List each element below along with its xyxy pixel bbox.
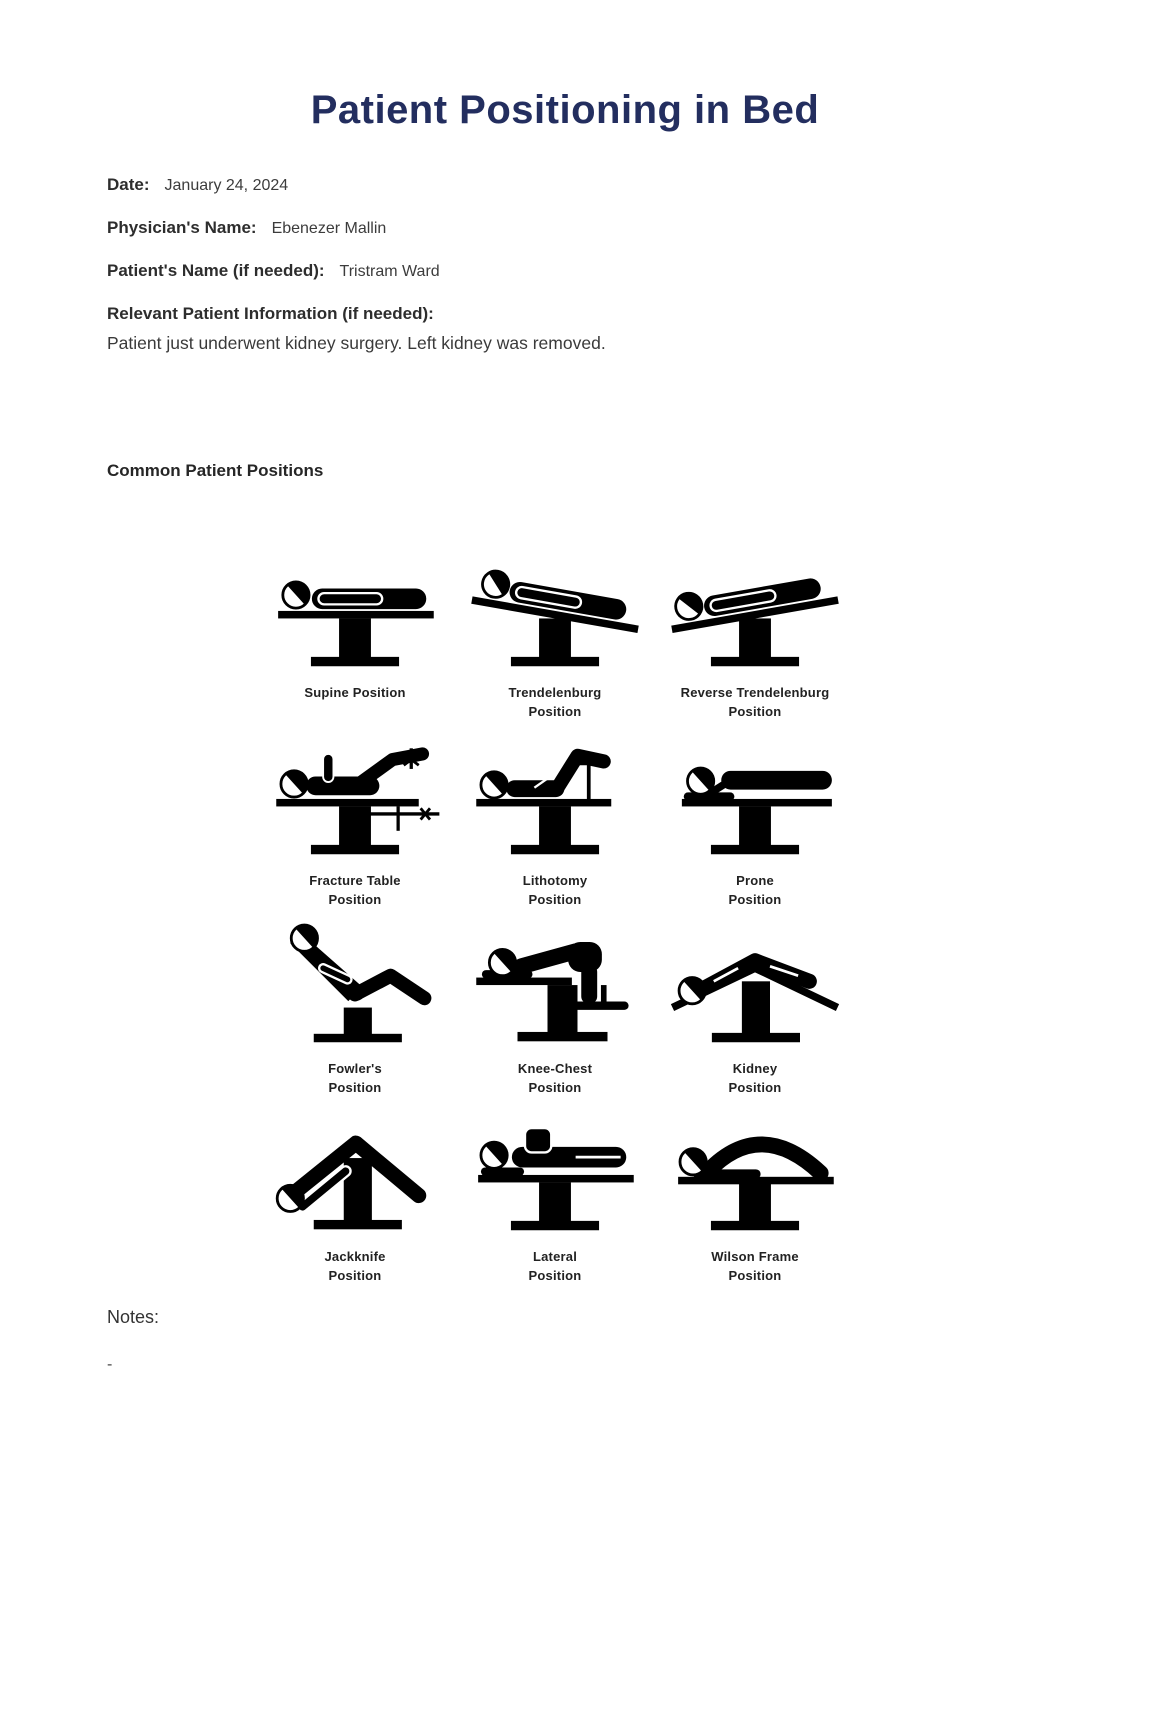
position-cell-jackknife: Jackknife Position [255, 1099, 455, 1287]
position-label: Supine Position [304, 685, 406, 700]
fracture-table-position-icon [255, 723, 455, 869]
position-label: Reverse Trendelenburg Position [680, 685, 830, 719]
jackknife-position-icon [255, 1099, 455, 1245]
position-cell-wilson-frame: Wilson Frame Position [655, 1099, 855, 1287]
field-physician-label: Physician's Name: [107, 218, 257, 237]
supine-position-icon [255, 535, 455, 681]
position-label: Knee-Chest Position [517, 1061, 593, 1095]
lithotomy-position-icon [455, 723, 655, 869]
knee-chest-position-icon [455, 911, 655, 1057]
position-cell-prone: Prone Position [655, 723, 855, 911]
section-heading: Common Patient Positions [107, 461, 324, 480]
field-date: Date: January 24, 2024 [107, 173, 1130, 197]
positions-grid: Supine Position Trendelenburg Pos [255, 535, 875, 1287]
field-patient-label: Patient's Name (if needed): [107, 261, 325, 280]
position-cell-fowlers: Fowler's Position [255, 911, 455, 1099]
position-label: Prone Position [728, 873, 782, 907]
position-label: Fracture Table Position [309, 873, 401, 907]
position-label: Fowler's Position [328, 1061, 382, 1095]
position-cell-kidney: Kidney Position [655, 911, 855, 1099]
position-cell-fracture-table: Fracture Table Position [255, 723, 455, 911]
position-label: Wilson Frame Position [711, 1249, 799, 1283]
field-physician-value: Ebenezer Mallin [271, 220, 387, 237]
notes-value: - [107, 1356, 113, 1373]
page-title: Patient Positioning in Bed [310, 88, 820, 132]
field-patient-value: Tristram Ward [339, 263, 440, 280]
position-cell-knee-chest: Knee-Chest Position [455, 911, 655, 1099]
kidney-position-icon [655, 911, 855, 1057]
header-fields: Date: January 24, 2024 Physician's Name: E… [107, 173, 1130, 325]
field-date-label: Date: [107, 175, 150, 194]
prone-position-icon [655, 723, 855, 869]
position-cell-trendelenburg: Trendelenburg Position [455, 535, 655, 723]
field-physician-name: Physician's Name: Ebenezer Mallin [107, 216, 1130, 240]
field-relevant-info-label: Relevant Patient Information (if needed)… [107, 304, 434, 323]
position-label: Lithotomy Position [522, 873, 588, 907]
position-label: Kidney Position [728, 1061, 782, 1095]
document-page: Patient Positioning in Bed Date: January … [0, 88, 1130, 1374]
field-patient-name: Patient's Name (if needed): Tristram Ward [107, 259, 1130, 283]
position-cell-reverse-trendelenburg: Reverse Trendelenburg Position [655, 535, 855, 723]
position-cell-lateral: Lateral Position [455, 1099, 655, 1287]
position-label: Jackknife Position [324, 1249, 386, 1283]
field-date-value: January 24, 2024 [164, 177, 289, 194]
trendelenburg-position-icon [455, 535, 655, 681]
position-cell-lithotomy: Lithotomy Position [455, 723, 655, 911]
position-label: Lateral Position [528, 1249, 582, 1283]
lateral-position-icon [455, 1099, 655, 1245]
position-cell-supine: Supine Position [255, 535, 455, 723]
notes-label: Notes: [107, 1307, 160, 1327]
reverse-trendelenburg-position-icon [655, 535, 855, 681]
position-label: Trendelenburg Position [508, 685, 602, 719]
wilson-frame-position-icon [655, 1099, 855, 1245]
fowlers-position-icon [255, 911, 455, 1057]
field-relevant-info-value: Patient just underwent kidney surgery. L… [107, 333, 606, 353]
field-relevant-info: Relevant Patient Information (if needed)… [107, 302, 1130, 325]
